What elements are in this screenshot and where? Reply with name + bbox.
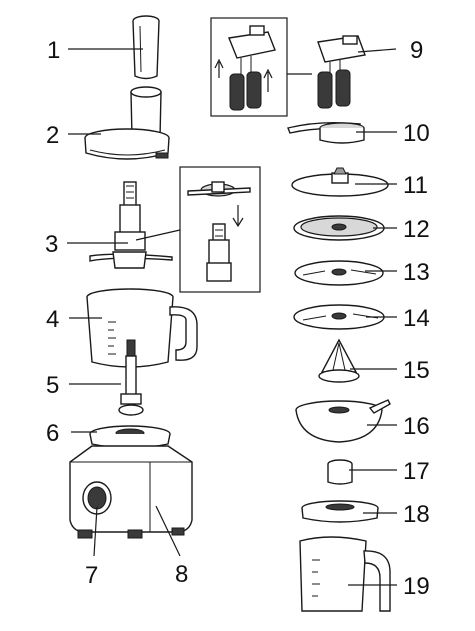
- callout-12: 12: [403, 216, 430, 243]
- part-19-jug: [299, 536, 391, 612]
- callout-8: 8: [175, 561, 188, 588]
- part-5-drive-shaft: [118, 339, 144, 416]
- part-4-bowl: [86, 288, 198, 368]
- part-13-disc: [294, 260, 384, 286]
- callout-14: 14: [403, 305, 430, 332]
- part-12-disc: [293, 215, 385, 241]
- part-10-holder: [287, 121, 365, 144]
- callout-10: 10: [403, 120, 430, 147]
- part-6-coupling: [89, 425, 171, 449]
- leader-lines: [67, 48, 397, 586]
- callout-19: 19: [403, 573, 430, 600]
- callout-15: 15: [403, 357, 430, 384]
- part-11-disc: [291, 167, 389, 197]
- callout-6: 6: [46, 420, 59, 447]
- part-16-sieve: [295, 399, 391, 443]
- part-1-food-pusher: [132, 15, 160, 80]
- part-9-inset-box: [210, 17, 288, 117]
- callout-11: 11: [403, 172, 428, 199]
- callout-3: 3: [45, 231, 58, 258]
- callout-4: 4: [46, 306, 59, 333]
- callout-1: 1: [47, 37, 60, 64]
- part-3-blade-assembly: [89, 181, 173, 269]
- callout-7: 7: [85, 562, 98, 589]
- part-15-citrus-cone: [318, 338, 360, 383]
- callout-17: 17: [403, 458, 430, 485]
- callout-13: 13: [403, 259, 430, 286]
- part-18-lid: [301, 500, 379, 523]
- part-3-inset-box: [179, 166, 261, 293]
- part-9-whisk: [317, 35, 366, 109]
- part-2-lid: [84, 86, 170, 160]
- callout-9: 9: [410, 37, 423, 64]
- callout-18: 18: [403, 501, 430, 528]
- part-17-adapter: [327, 459, 353, 485]
- callout-16: 16: [403, 413, 430, 440]
- callout-5: 5: [46, 372, 59, 399]
- callout-2: 2: [46, 122, 59, 149]
